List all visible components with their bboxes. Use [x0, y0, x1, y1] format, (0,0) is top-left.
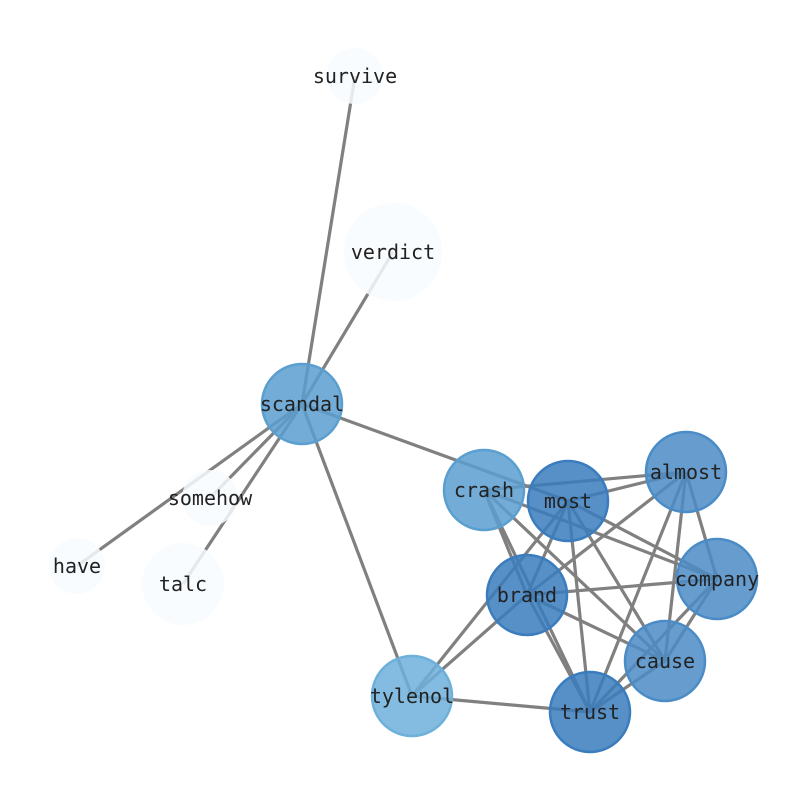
node-label: verdict: [351, 240, 435, 264]
node-label: somehow: [168, 486, 253, 510]
node-circle: [260, 362, 344, 446]
node-circle: [442, 448, 526, 532]
node-most[interactable]: most: [526, 459, 610, 543]
node-label: trust: [560, 700, 620, 724]
node-circle: [485, 553, 569, 637]
node-circle: [344, 203, 442, 301]
node-circle: [675, 537, 759, 621]
node-crash[interactable]: crash: [442, 448, 526, 532]
node-circle: [370, 654, 454, 738]
node-tylenol[interactable]: tylenol: [370, 654, 454, 738]
node-circle: [327, 48, 383, 104]
node-somehow[interactable]: somehow: [168, 470, 253, 526]
node-company[interactable]: company: [675, 537, 759, 621]
node-circle: [548, 670, 632, 754]
node-scandal[interactable]: scandal: [260, 362, 344, 446]
node-cause[interactable]: cause: [623, 619, 707, 703]
node-talc[interactable]: talc: [142, 543, 224, 625]
node-label: brand: [497, 583, 557, 607]
edge-scandal-survive: [300, 75, 357, 405]
node-label: talc: [159, 572, 207, 596]
edge-almost-trust: [588, 471, 688, 713]
node-verdict[interactable]: verdict: [344, 203, 442, 301]
node-trust[interactable]: trust: [548, 670, 632, 754]
edge-scandal-tylenol: [300, 403, 414, 697]
node-almost[interactable]: almost: [644, 430, 728, 514]
node-label: cause: [635, 649, 695, 673]
node-circle: [49, 538, 105, 594]
node-label: scandal: [260, 392, 344, 416]
edge-crash-company: [483, 488, 718, 581]
node-label: tylenol: [370, 684, 454, 708]
node-label: crash: [454, 478, 514, 502]
node-circle: [644, 430, 728, 514]
node-circle: [623, 619, 707, 703]
node-brand[interactable]: brand: [485, 553, 569, 637]
node-label: survive: [313, 64, 397, 88]
node-label: most: [544, 489, 592, 513]
node-have[interactable]: have: [49, 538, 105, 594]
node-label: have: [53, 554, 101, 578]
node-circle: [142, 543, 224, 625]
node-circle: [526, 459, 610, 543]
node-label: company: [675, 567, 759, 591]
node-label: almost: [650, 460, 722, 484]
node-circle: [182, 470, 238, 526]
node-survive[interactable]: survive: [313, 48, 397, 104]
